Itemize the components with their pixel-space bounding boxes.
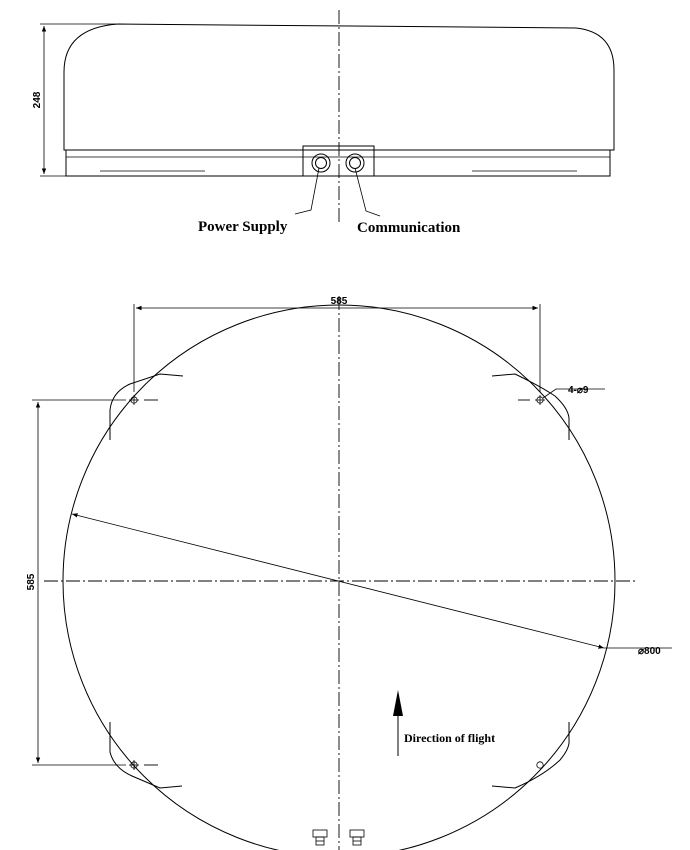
power-connector-icon (311, 153, 331, 173)
flight-direction-label: Direction of flight (404, 731, 495, 745)
mounting-hole-icon (129, 760, 139, 770)
flange-top-right (491, 373, 570, 440)
diameter-label: ⌀800 (638, 646, 661, 657)
mounting-hole-icon (536, 761, 544, 769)
communication-label: Communication (357, 220, 461, 236)
hole-spec-leader (542, 388, 605, 399)
side-view: 248 Power Supply Communication (32, 10, 615, 236)
diameter-dim-line (71, 513, 605, 649)
mounting-hole-icon (129, 395, 139, 405)
side-height-dim: 248 (32, 91, 43, 108)
hole-spec-label: 4-⌀9 (568, 385, 589, 396)
comm-leader (354, 167, 381, 217)
bottom-connector-icon (312, 829, 328, 846)
flange-bottom-right (491, 722, 570, 789)
base-plate (65, 149, 611, 177)
mounting-hole-icon (535, 395, 545, 405)
top-view: 585 585 4-⌀9 ⌀800 Direction of flight (26, 296, 672, 850)
flange-bottom-left (109, 722, 183, 789)
bottom-connector-icon (349, 829, 365, 846)
top-width-dim: 585 (331, 296, 348, 307)
power-supply-label: Power Supply (198, 219, 288, 235)
connector-box (302, 145, 375, 177)
power-leader (294, 167, 320, 215)
flange-top-left (109, 373, 184, 440)
dome-outline (63, 23, 615, 151)
top-height-dim: 585 (26, 573, 37, 590)
